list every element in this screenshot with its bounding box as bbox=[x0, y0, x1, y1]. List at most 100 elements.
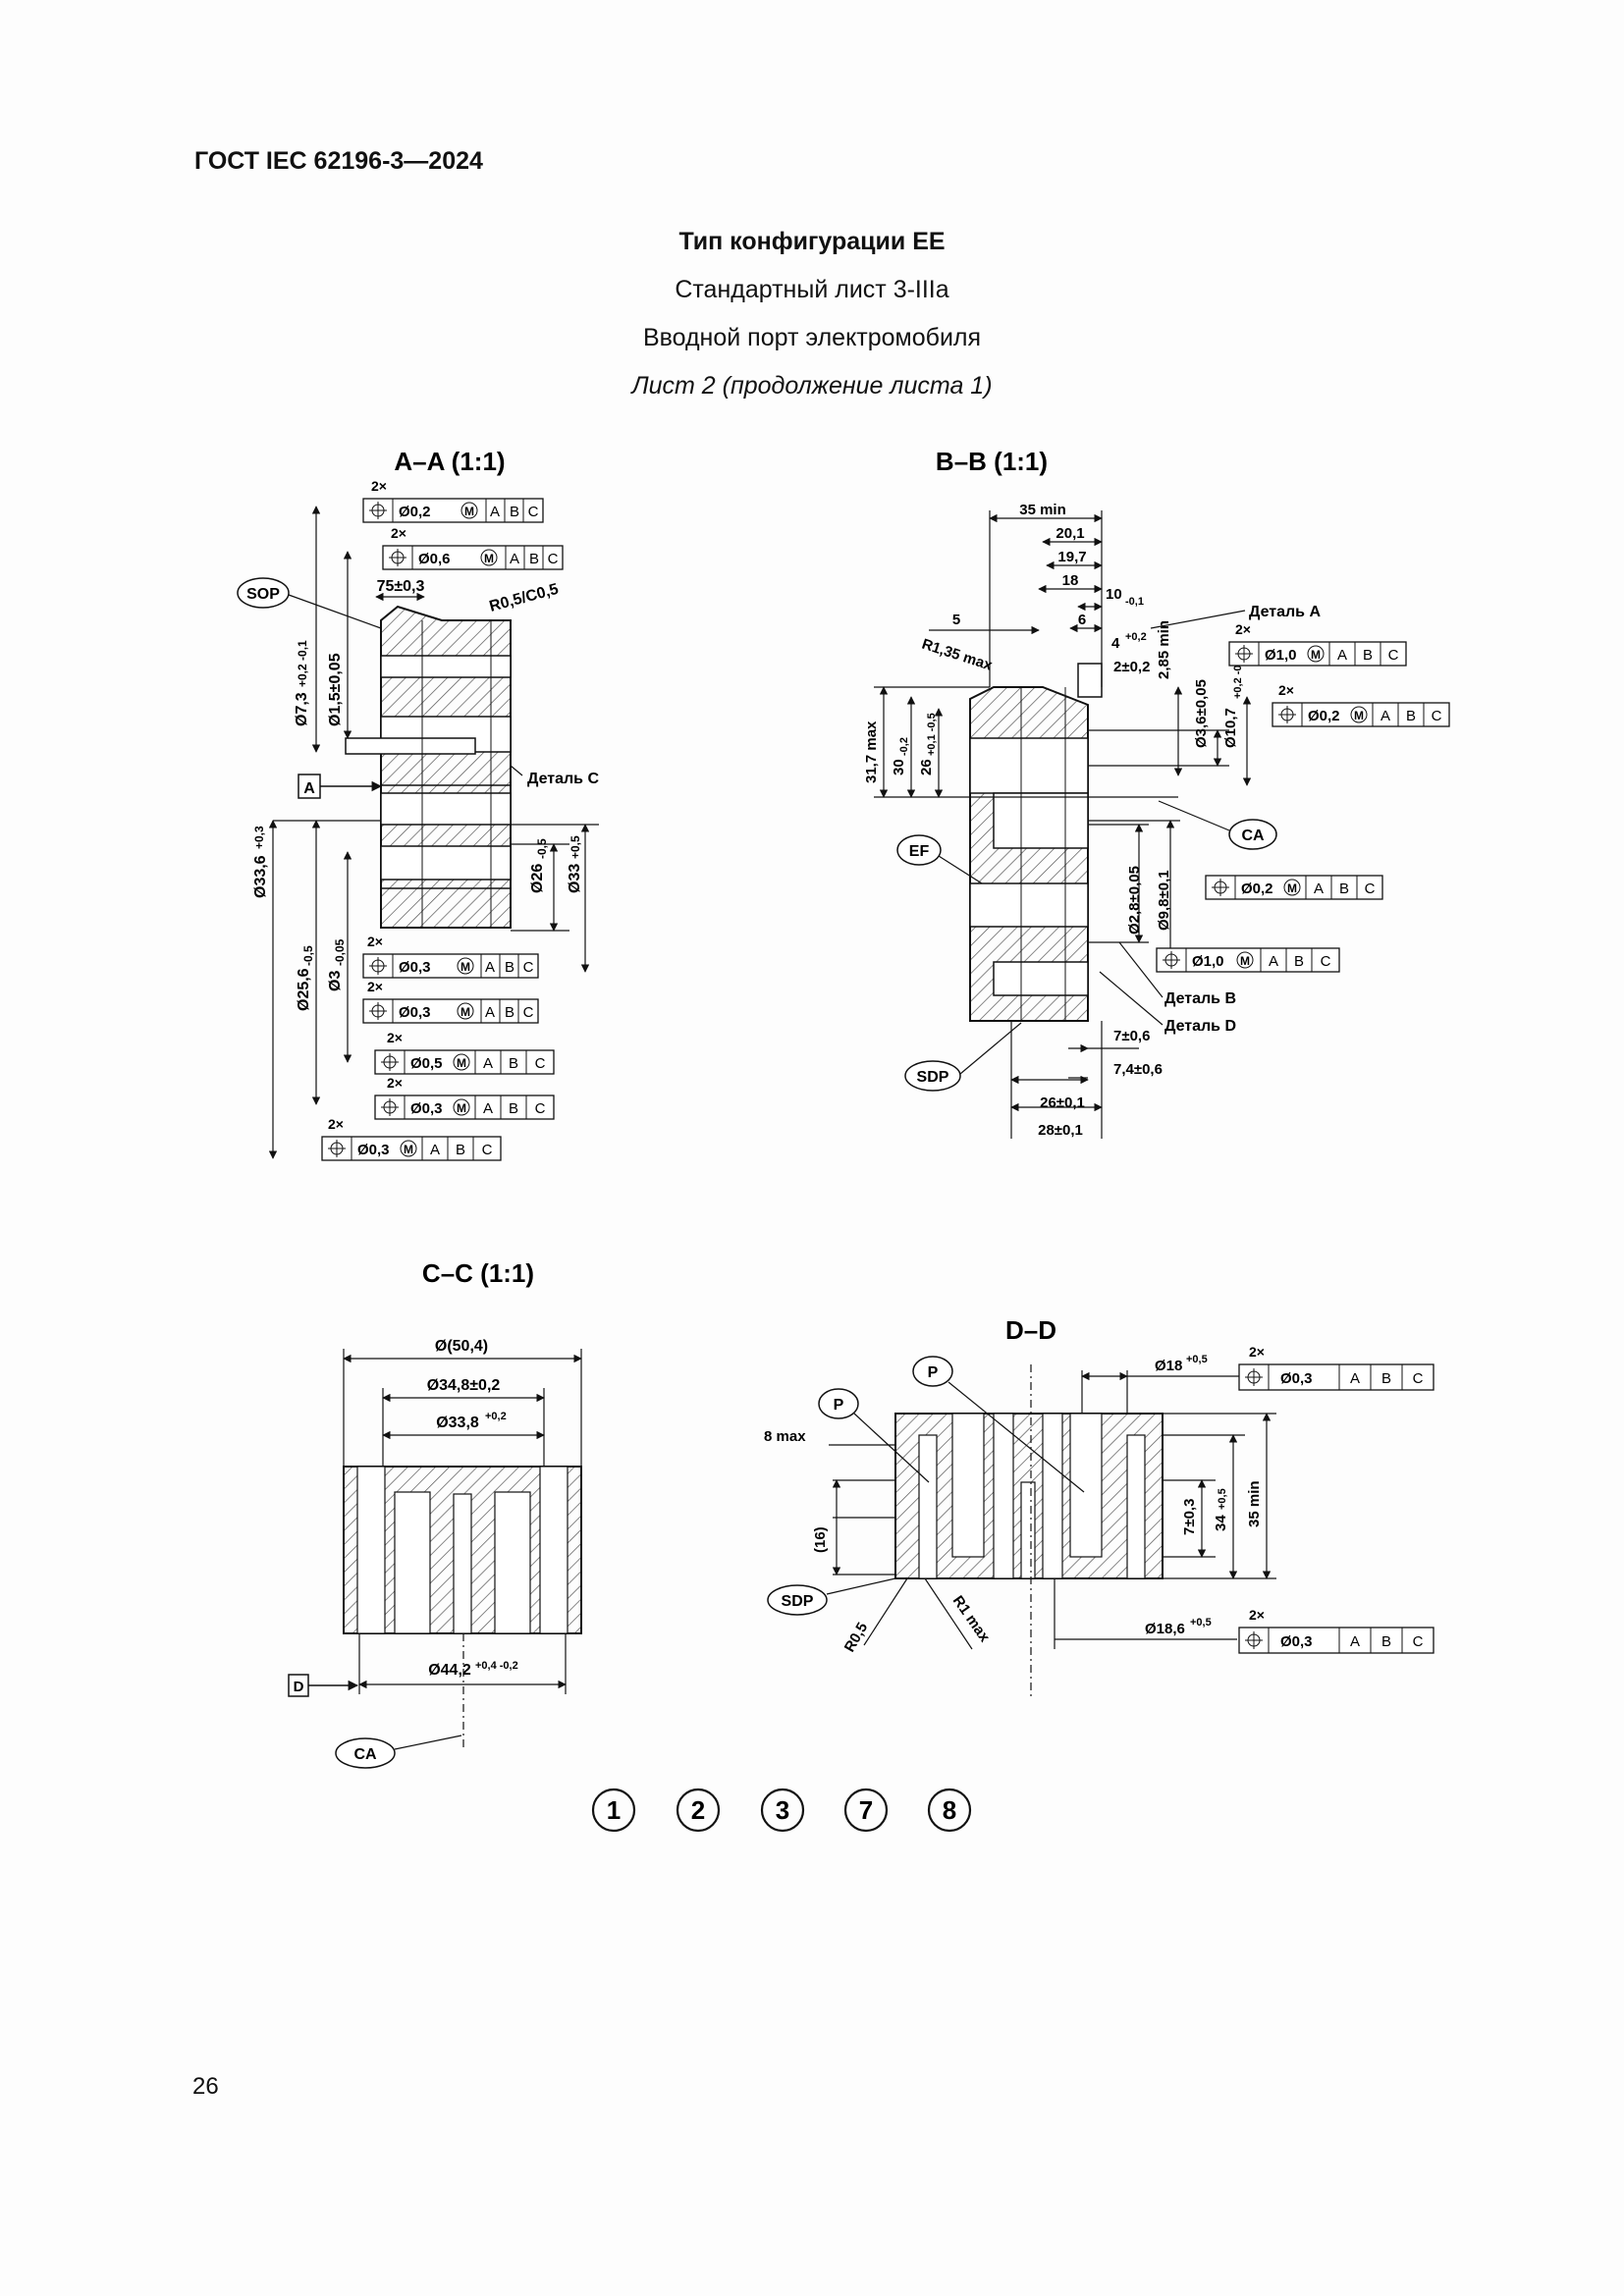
aa-dim-26-tol: -0,5 bbox=[535, 838, 549, 859]
bb-dim-2-85: 2,85 min bbox=[1156, 620, 1172, 679]
dd-fcf-1: 2× Ø0,3 A B C bbox=[1238, 1344, 1435, 1391]
aa-chamfer: R0,5/C0,5 bbox=[488, 581, 561, 615]
svg-text:B: B bbox=[1381, 1370, 1391, 1387]
bb-dim-4-tol: +0,2 bbox=[1125, 631, 1147, 643]
svg-text:8: 8 bbox=[943, 1795, 956, 1825]
bb-dim-26-1: 26±0,1 bbox=[1040, 1095, 1085, 1111]
dd-dim-34-tol: +0,5 bbox=[1217, 1488, 1228, 1510]
svg-text:2×: 2× bbox=[391, 525, 406, 541]
svg-text:M: M bbox=[457, 1056, 466, 1070]
aa-dim-75: 75±0,3 bbox=[377, 578, 425, 595]
svg-text:B: B bbox=[456, 1142, 465, 1158]
bb-dim-7-4: 7,4±0,6 bbox=[1113, 1061, 1163, 1078]
cc-dim-33-8-tol: +0,2 bbox=[485, 1411, 507, 1422]
page-number: 26 bbox=[192, 2073, 219, 2100]
svg-text:2×: 2× bbox=[387, 1030, 403, 1045]
cc-dims bbox=[343, 1349, 582, 1749]
svg-text:A: A bbox=[1314, 881, 1324, 897]
svg-text:2×: 2× bbox=[371, 478, 387, 494]
aa-dim-33-tol: +0,5 bbox=[568, 835, 582, 859]
aa-dim-33-6-tol: +0,3 bbox=[252, 826, 266, 849]
aa-fcf-4: 2× Ø0,3 M A B C bbox=[362, 979, 539, 1024]
ref-circle-7: 7 bbox=[843, 1788, 889, 1833]
svg-text:C: C bbox=[1432, 708, 1442, 724]
svg-text:A: A bbox=[483, 1100, 493, 1117]
svg-text:Ø1,0: Ø1,0 bbox=[1265, 647, 1297, 664]
configuration-title: Тип конфигурации ЕЕ bbox=[678, 228, 946, 255]
bb-dim-9-8: Ø9,8±0,1 bbox=[1156, 870, 1172, 931]
bb-fcf-1: 2× Ø1,0 M A B C bbox=[1228, 621, 1407, 667]
cc-section-body bbox=[343, 1466, 582, 1634]
sop-bubble bbox=[237, 577, 290, 609]
svg-text:A: A bbox=[485, 959, 495, 976]
aa-dim-26: Ø26 bbox=[529, 864, 546, 893]
dd-dim-18-tol: +0,5 bbox=[1186, 1354, 1208, 1365]
svg-text:B: B bbox=[505, 959, 514, 976]
dd-dim-8max: 8 max bbox=[764, 1428, 806, 1445]
svg-text:B: B bbox=[1381, 1633, 1391, 1650]
aa-fcf-1: 2× Ø0,2 M A B C bbox=[362, 478, 544, 523]
bb-dim-28-1: 28±0,1 bbox=[1038, 1122, 1083, 1139]
bb-dim-31-7: 31,7 max bbox=[863, 721, 880, 783]
aa-section-body bbox=[345, 605, 512, 929]
svg-text:M: M bbox=[457, 1101, 466, 1115]
aa-detail-c: Деталь C bbox=[527, 771, 599, 787]
svg-text:A: A bbox=[1269, 953, 1278, 970]
dd-dim-r05: R0,5 bbox=[841, 1620, 872, 1655]
svg-text:A: A bbox=[1350, 1370, 1360, 1387]
svg-text:M: M bbox=[464, 505, 474, 518]
svg-text:B: B bbox=[1294, 953, 1304, 970]
svg-text:Ø1,0: Ø1,0 bbox=[1192, 953, 1224, 970]
view-bb-title: B–B (1:1) bbox=[936, 447, 1048, 476]
svg-text:A: A bbox=[485, 1004, 495, 1021]
dd-dim-18-6-tol: +0,5 bbox=[1190, 1617, 1212, 1629]
dd-dim-18: Ø18 bbox=[1155, 1358, 1182, 1374]
bb-dim-30-tol: -0,2 bbox=[898, 737, 910, 756]
bb-dim-5: 5 bbox=[952, 612, 960, 628]
sdp-bubble-bb bbox=[904, 1060, 961, 1092]
bb-dim-19-7: 19,7 bbox=[1057, 549, 1086, 565]
svg-text:Ø0,3: Ø0,3 bbox=[399, 1004, 431, 1021]
dd-p1: P bbox=[834, 1397, 844, 1414]
aa-dim-3-tol: -0,05 bbox=[333, 938, 347, 966]
svg-text:C: C bbox=[1365, 881, 1376, 897]
view-bb: B–B (1:1) bbox=[863, 447, 1450, 1139]
cc-datum-d: D bbox=[294, 1679, 304, 1695]
standard-sheet: Стандартный лист 3-IIIa bbox=[675, 276, 949, 303]
bb-dim-18: 18 bbox=[1062, 572, 1079, 589]
bb-section-body bbox=[969, 663, 1103, 1022]
svg-text:C: C bbox=[535, 1055, 546, 1072]
svg-text:Ø0,2: Ø0,2 bbox=[1241, 881, 1273, 897]
svg-text:Ø0,3: Ø0,3 bbox=[399, 959, 431, 976]
svg-text:Ø0,3: Ø0,3 bbox=[1280, 1633, 1313, 1650]
dd-dim-16: (16) bbox=[812, 1526, 829, 1553]
svg-text:Ø0,3: Ø0,3 bbox=[1280, 1370, 1313, 1387]
bb-sdp: SDP bbox=[917, 1069, 949, 1086]
reference-circles: 1 2 3 7 8 bbox=[591, 1788, 972, 1833]
svg-text:M: M bbox=[404, 1143, 413, 1156]
ef-bubble bbox=[896, 834, 942, 866]
svg-text:C: C bbox=[1413, 1633, 1424, 1650]
ref-circle-2: 2 bbox=[676, 1788, 721, 1833]
bb-detail-b: Деталь B bbox=[1164, 990, 1236, 1007]
svg-text:B: B bbox=[1339, 881, 1349, 897]
aa-dim-25-6-tol: -0,5 bbox=[301, 945, 315, 966]
dd-dim-35min: 35 min bbox=[1246, 1480, 1263, 1527]
svg-text:B: B bbox=[509, 1100, 518, 1117]
bb-dim-10-7-tol: +0,2 -0,1 bbox=[1232, 656, 1244, 699]
svg-text:M: M bbox=[460, 960, 470, 974]
bb-detail-a: Деталь A bbox=[1249, 604, 1321, 620]
svg-text:2: 2 bbox=[691, 1795, 705, 1825]
view-dd-title: D–D bbox=[1005, 1315, 1056, 1345]
bb-dim-26-tol: +0,1 -0,5 bbox=[926, 713, 938, 756]
aa-dim-33: Ø33 bbox=[567, 864, 583, 893]
ca-bubble-cc bbox=[335, 1737, 396, 1769]
bb-vertical-dims-left bbox=[874, 686, 1252, 963]
svg-text:M: M bbox=[1287, 881, 1297, 895]
aa-dim-1-5: Ø1,5±0,05 bbox=[327, 653, 344, 726]
ref-circle-8: 8 bbox=[927, 1788, 972, 1833]
svg-text:A: A bbox=[483, 1055, 493, 1072]
ca-bubble-bb bbox=[1228, 819, 1277, 850]
